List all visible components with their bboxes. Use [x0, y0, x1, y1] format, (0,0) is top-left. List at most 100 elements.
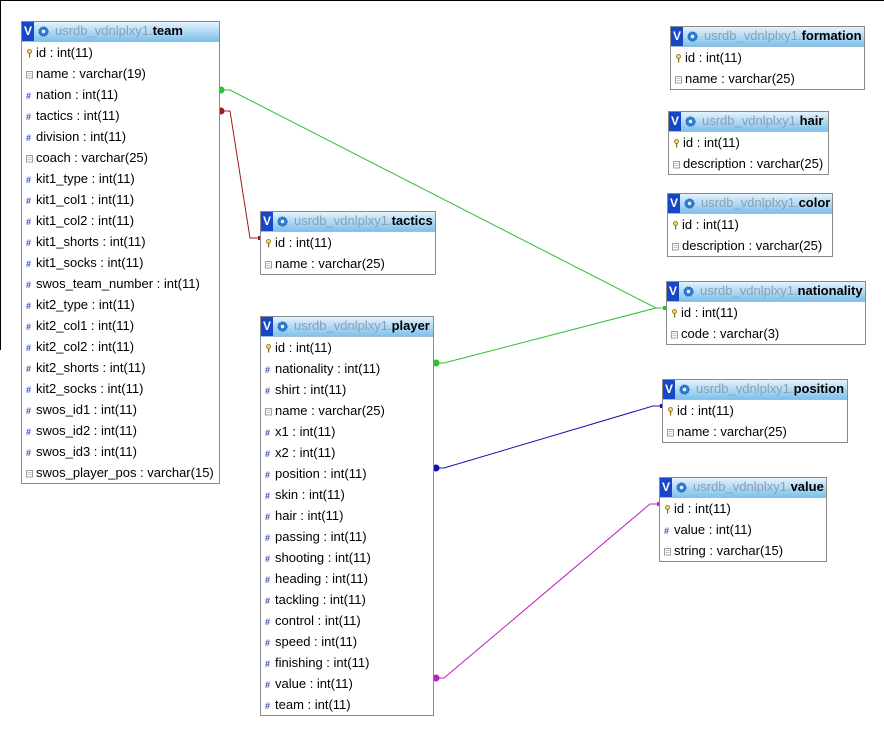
gear-icon[interactable] [679, 384, 690, 395]
field-row[interactable]: #shirt : int(11) [261, 379, 433, 400]
field-row[interactable]: #team : int(11) [261, 694, 433, 715]
field-row[interactable]: #kit1_type : int(11) [22, 168, 219, 189]
field-row[interactable]: id : int(11) [261, 232, 435, 253]
field-row[interactable]: #nation : int(11) [22, 84, 219, 105]
field-row[interactable]: #x1 : int(11) [261, 421, 433, 442]
text-icon [672, 238, 682, 253]
field-row[interactable]: name : varchar(19) [22, 63, 219, 84]
field-row[interactable]: string : varchar(15) [660, 540, 826, 561]
field-row[interactable]: #passing : int(11) [261, 526, 433, 547]
field-row[interactable]: #swos_team_number : int(11) [22, 273, 219, 294]
field-row[interactable]: #kit1_shorts : int(11) [22, 231, 219, 252]
gear-icon[interactable] [687, 31, 698, 42]
field-row[interactable]: name : varchar(25) [261, 253, 435, 274]
field-row[interactable]: #nationality : int(11) [261, 358, 433, 379]
field-row[interactable]: #swos_id2 : int(11) [22, 420, 219, 441]
field-row[interactable]: id : int(11) [668, 214, 832, 235]
collapse-toggle-icon[interactable]: V [660, 478, 672, 497]
field-row[interactable]: #x2 : int(11) [261, 442, 433, 463]
field-row[interactable]: id : int(11) [22, 42, 219, 63]
field-label: position : int(11) [275, 466, 367, 481]
key-icon [667, 403, 677, 418]
field-row[interactable]: #speed : int(11) [261, 631, 433, 652]
gear-icon[interactable] [685, 116, 696, 127]
field-label: id : int(11) [685, 50, 742, 65]
gear-icon[interactable] [684, 198, 695, 209]
collapse-toggle-icon[interactable]: V [22, 22, 34, 41]
field-row[interactable]: #skin : int(11) [261, 484, 433, 505]
field-row[interactable]: #value : int(11) [261, 673, 433, 694]
field-row[interactable]: #kit2_shorts : int(11) [22, 357, 219, 378]
field-row[interactable]: description : varchar(25) [669, 153, 828, 174]
field-row[interactable]: #value : int(11) [660, 519, 826, 540]
field-row[interactable]: id : int(11) [660, 498, 826, 519]
collapse-toggle-icon[interactable]: V [667, 282, 679, 301]
gear-icon[interactable] [277, 216, 288, 227]
field-row[interactable]: #kit2_type : int(11) [22, 294, 219, 315]
field-row[interactable]: #hair : int(11) [261, 505, 433, 526]
gear-icon[interactable] [683, 286, 694, 297]
collapse-toggle-icon[interactable]: V [261, 317, 273, 336]
field-row[interactable]: id : int(11) [261, 337, 433, 358]
field-row[interactable]: id : int(11) [671, 47, 864, 68]
field-row[interactable]: #swos_id3 : int(11) [22, 441, 219, 462]
field-row[interactable]: code : varchar(3) [667, 323, 865, 344]
collapse-toggle-icon[interactable]: V [261, 212, 273, 231]
field-label: speed : int(11) [275, 634, 358, 649]
field-row[interactable]: #kit1_socks : int(11) [22, 252, 219, 273]
field-row[interactable]: #division : int(11) [22, 126, 219, 147]
field-row[interactable]: id : int(11) [663, 400, 847, 421]
field-row[interactable]: #control : int(11) [261, 610, 433, 631]
field-row[interactable]: #finishing : int(11) [261, 652, 433, 673]
field-row[interactable]: #kit2_socks : int(11) [22, 378, 219, 399]
field-row[interactable]: #tackling : int(11) [261, 589, 433, 610]
field-row[interactable]: #heading : int(11) [261, 568, 433, 589]
collapse-toggle-icon[interactable]: V [669, 112, 681, 131]
field-row[interactable]: name : varchar(25) [261, 400, 433, 421]
field-row[interactable]: name : varchar(25) [663, 421, 847, 442]
field-row[interactable]: #kit2_col1 : int(11) [22, 315, 219, 336]
key-icon [671, 305, 681, 320]
collapse-toggle-icon[interactable]: V [668, 194, 680, 213]
field-row[interactable]: #kit1_col2 : int(11) [22, 210, 219, 231]
field-row[interactable]: coach : varchar(25) [22, 147, 219, 168]
field-row[interactable]: id : int(11) [667, 302, 865, 323]
field-row[interactable]: id : int(11) [669, 132, 828, 153]
field-row[interactable]: #tactics : int(11) [22, 105, 219, 126]
field-label: hair : int(11) [275, 508, 344, 523]
field-row[interactable]: #swos_id1 : int(11) [22, 399, 219, 420]
field-row[interactable]: #shooting : int(11) [261, 547, 433, 568]
field-row[interactable]: swos_player_pos : varchar(15) [22, 462, 219, 483]
collapse-toggle-icon[interactable]: V [663, 380, 675, 399]
field-row[interactable]: description : varchar(25) [668, 235, 832, 256]
table-title: usrdb_vdnlplxy1.formation [704, 27, 862, 45]
gear-icon[interactable] [676, 482, 687, 493]
field-row[interactable]: name : varchar(25) [671, 68, 864, 89]
field-row[interactable]: #kit2_col2 : int(11) [22, 336, 219, 357]
collapse-toggle-icon[interactable]: V [671, 27, 683, 46]
field-row[interactable]: #kit1_col1 : int(11) [22, 189, 219, 210]
field-row[interactable]: #position : int(11) [261, 463, 433, 484]
gear-icon[interactable] [38, 26, 49, 37]
field-label: coach : varchar(25) [36, 150, 148, 165]
gear-icon[interactable] [277, 321, 288, 332]
field-label: skin : int(11) [275, 487, 345, 502]
